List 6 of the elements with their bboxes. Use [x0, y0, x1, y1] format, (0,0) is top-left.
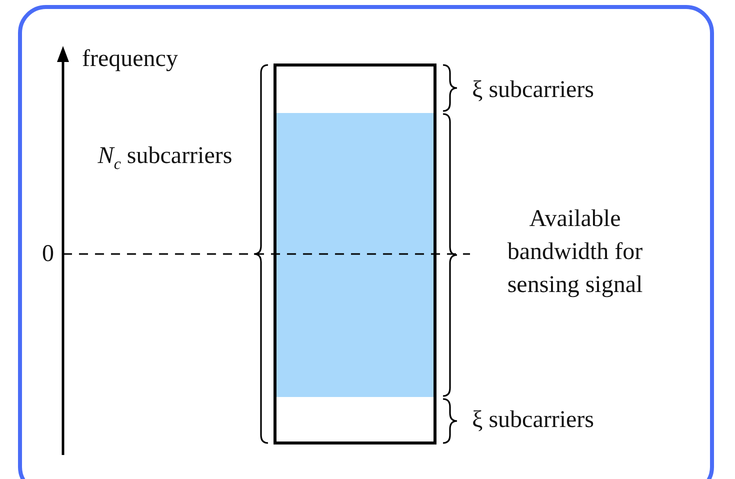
tick-label: 0: [42, 240, 54, 269]
brace-label: ξ subcarriers: [472, 406, 594, 435]
brace-label: ξ subcarriers: [472, 76, 594, 105]
brace-label: Available bandwidth for sensing signal: [506, 205, 644, 300]
axis-label: frequency: [82, 45, 178, 74]
brace-label: N$_{c}$ subcarriers: [96, 142, 234, 175]
